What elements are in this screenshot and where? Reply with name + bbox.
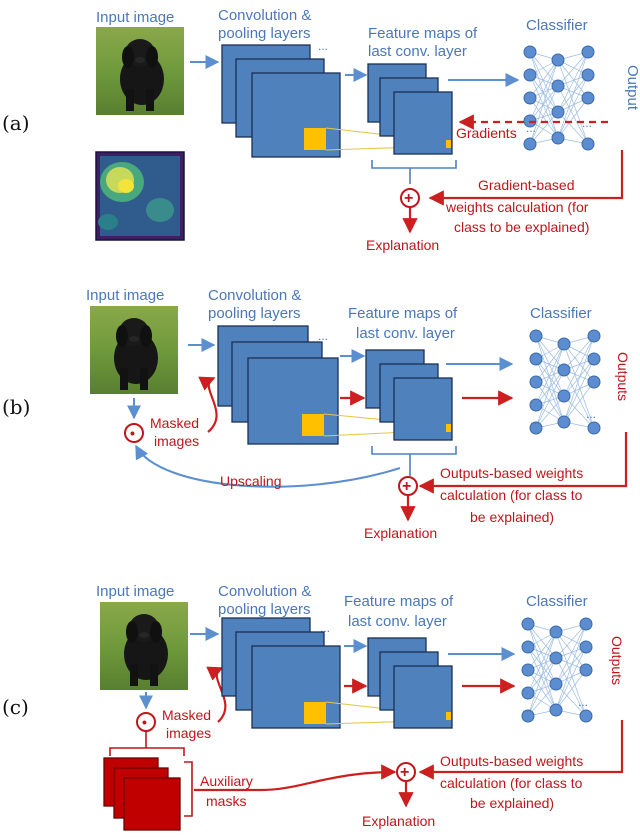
weights-label-b-line3: be explained) (470, 509, 554, 525)
conv-ellipsis-c: ... (320, 621, 330, 635)
sum-symbol-c: + (400, 764, 409, 781)
feature-bracket-b (371, 446, 457, 455)
masked-label-b-line2: images (154, 433, 199, 449)
auxiliary-mask-c-3 (123, 777, 181, 831)
masked-label-c-line2: images (166, 725, 211, 741)
weights-label-b-line1: Outputs-based weights (440, 465, 583, 481)
feature-map-c-3 (393, 665, 453, 729)
masked-label-b-line1: Masked (150, 415, 199, 431)
conv-layer-c-3 (251, 645, 341, 729)
output-label-a: Output (624, 65, 640, 111)
weights-label-a-line2: weights calculation (for (445, 199, 589, 215)
classifier-ellipsis-a1: ... (526, 121, 536, 135)
weights-label-a-line3: class to be explained) (454, 219, 589, 235)
input-image-label-b: Input image (86, 287, 164, 304)
heatmap-icon (95, 151, 185, 241)
explanation-label-b: Explanation (364, 525, 437, 541)
auxiliary-label-c-line2: masks (206, 793, 246, 809)
auxiliary-label-c-line1: Auxiliary (200, 773, 253, 789)
conv-label-b-line2: pooling layers (208, 305, 301, 322)
aux-to-sum-arrow-c (194, 764, 397, 792)
dog-photo-icon (96, 27, 184, 115)
conv-label-b-line1: Convolution & (208, 287, 301, 304)
classifier-ellipsis-c1: ... (522, 701, 532, 715)
input-image-label-a: Input image (96, 9, 174, 26)
multiply-symbol-c: • (142, 714, 147, 730)
weights-label-c-line2: calculation (for class to (440, 775, 583, 791)
feature-map-a-3 (393, 91, 453, 155)
classifier-ellipsis-b2: ... (586, 407, 596, 421)
feature-label-b-line1: Feature maps of (348, 305, 458, 322)
dog-photo-icon-c (100, 602, 188, 690)
weights-label-c-line3: be explained) (470, 795, 554, 811)
multiply-symbol-b: • (130, 425, 135, 441)
explanation-label-a: Explanation (366, 237, 439, 253)
upscaling-label-b: Upscaling (220, 473, 281, 489)
feature-label-b-line2: last conv. layer (356, 325, 455, 342)
weights-arrow-b (418, 432, 628, 494)
classifier-ellipsis-c2: ... (578, 695, 588, 709)
weights-label-b-line2: calculation (for class to (440, 487, 583, 503)
conv-label-a-line2: pooling layers (218, 25, 311, 42)
output-label-b: Outputs (615, 352, 631, 401)
conv-label-c-line2: pooling layers (218, 601, 311, 618)
classifier-ellipsis-b1: ... (530, 413, 540, 427)
sum-symbol-b: + (402, 478, 411, 495)
sensitivity-patch-c (304, 702, 326, 724)
masked-label-c-line1: Masked (162, 707, 211, 723)
multiply-operator-icon (124, 423, 144, 443)
gradients-label-a: Gradients (456, 125, 517, 141)
sensitivity-patch-a (304, 128, 326, 150)
sensitivity-patch-b (302, 414, 324, 436)
feature-cell-c (446, 712, 451, 720)
conv-layer-b-3 (247, 357, 339, 445)
conv-ellipsis-a: ... (318, 39, 328, 53)
panel-label-a: (a) (2, 111, 30, 135)
feature-map-b-3 (393, 377, 453, 441)
panel-b: (b) Input image • Masked images Convolut… (2, 287, 631, 541)
output-label-c: Outputs (609, 636, 625, 685)
mask-bracket-c (109, 747, 185, 756)
classifier-label-c: Classifier (526, 593, 588, 610)
feature-label-a-line2: last conv. layer (368, 43, 467, 60)
weights-arrow-c (418, 720, 624, 780)
classifier-ellipsis-a2: ... (582, 116, 592, 130)
feature-label-a-line1: Feature maps of (368, 25, 478, 42)
conv-layer-a-3 (251, 72, 341, 158)
panel-label-b: (b) (2, 395, 30, 419)
dog-photo-icon-b (90, 306, 178, 394)
upscaling-arrow-b (135, 444, 401, 488)
feature-label-c-line2: last conv. layer (348, 613, 447, 630)
conv-ellipsis-b: ... (318, 329, 328, 343)
weights-arrow-a (428, 150, 624, 206)
classifier-label-a: Classifier (526, 17, 588, 34)
feature-cell-b (446, 424, 451, 432)
masked-to-conv-arrow-b (198, 376, 218, 433)
conv-label-c-line1: Convolution & (218, 583, 311, 600)
input-image-label-c: Input image (96, 583, 174, 600)
feature-cell-a (446, 140, 451, 148)
sum-symbol-a: + (404, 190, 413, 207)
explanation-label-c: Explanation (362, 813, 435, 829)
conv-label-a-line1: Convolution & (218, 7, 311, 24)
weights-label-a-line1: Gradient-based (478, 177, 575, 193)
feature-label-c-line1: Feature maps of (344, 593, 454, 610)
panel-a: (a) Input image Convolution & pooling la… (2, 7, 640, 253)
weights-label-c-line1: Outputs-based weights (440, 753, 583, 769)
feature-bracket-a (371, 160, 457, 169)
panel-c: (c) Input image • Masked images Convolut… (2, 583, 625, 831)
aux-bracket-c (184, 761, 193, 817)
classifier-label-b: Classifier (530, 305, 592, 322)
panel-label-c: (c) (2, 695, 29, 719)
